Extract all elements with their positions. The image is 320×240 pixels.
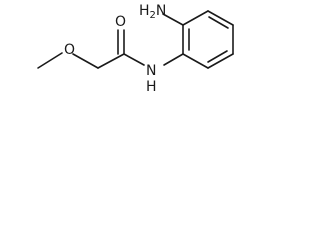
ring-bond [182,10,209,26]
methyl-bond [37,52,63,69]
ether-bond [72,53,99,69]
ring-bond [207,53,234,69]
benzene-ring [182,10,234,69]
ether-o-label: O [64,42,75,58]
ring-double-bond [207,50,228,63]
amide-h-label: H [146,79,157,95]
chemical-structure: H2N N H O O [37,3,234,95]
amide-bond [123,53,145,66]
alpha-carbon-bond [97,53,125,69]
ring-to-amide-bond [163,53,184,66]
amine-label: H2N [139,3,166,21]
amide-n-label: N [146,63,156,79]
ring-double-bond [208,16,229,29]
carbonyl-o-label: O [115,14,126,30]
ring-bond [182,53,209,69]
ring-bond [207,10,234,26]
amine-bond [162,13,184,26]
